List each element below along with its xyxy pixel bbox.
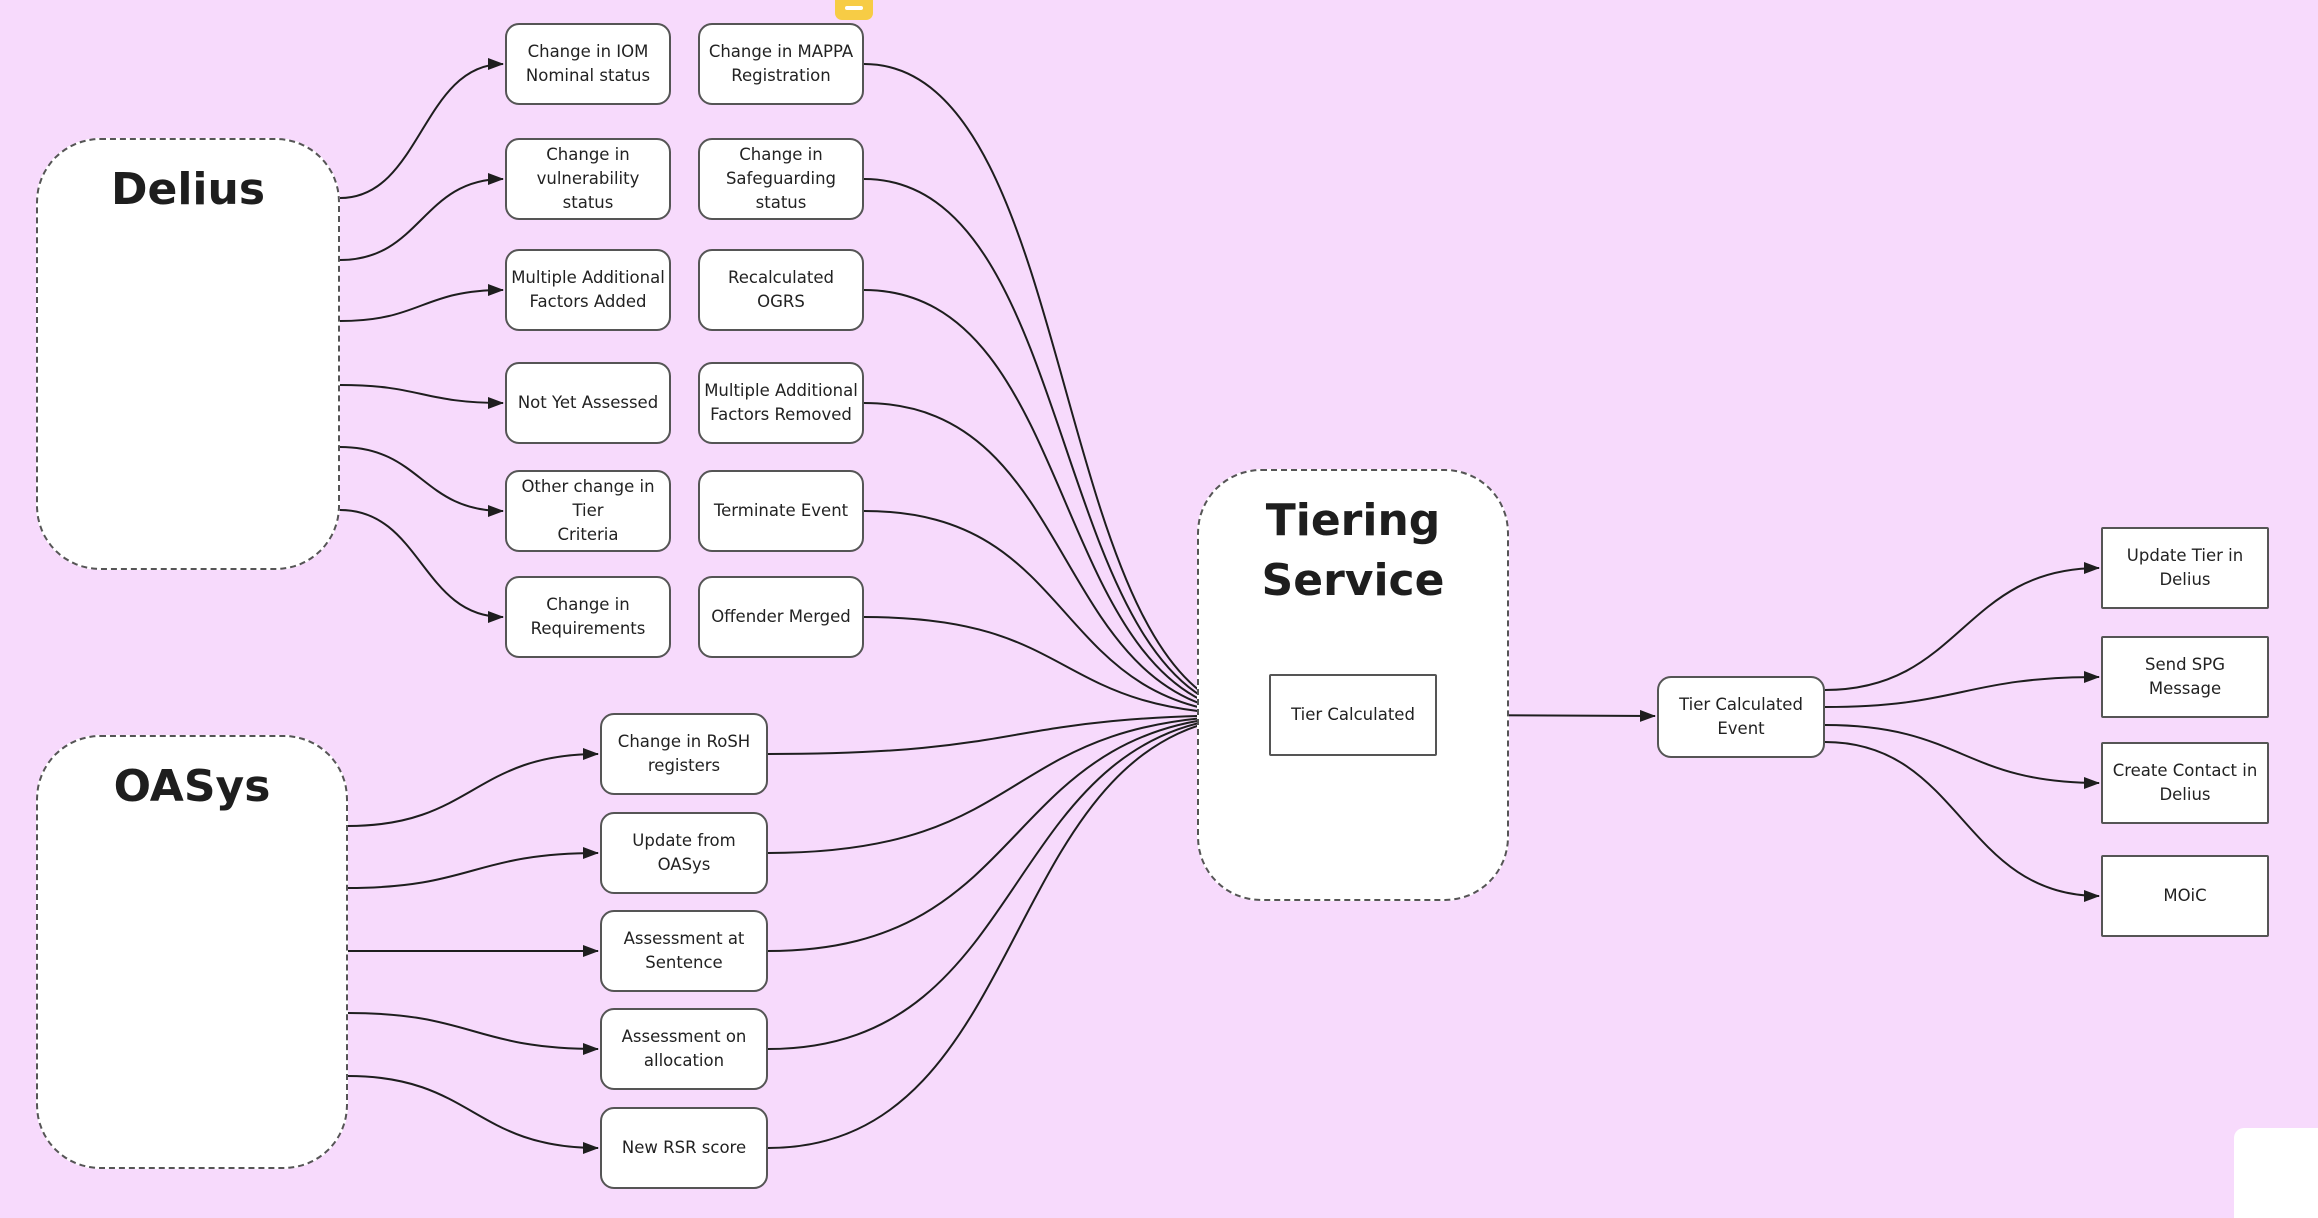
connector-arrow[interactable] <box>767 709 1268 1050</box>
corner-panel <box>2234 1128 2318 1218</box>
delius-source-node[interactable]: Offender Merged <box>698 576 864 658</box>
tiering-service-title: Tiering Service <box>1261 495 1445 606</box>
connector-arrow[interactable] <box>339 173 504 261</box>
delius-container[interactable]: Delius <box>36 138 340 570</box>
connector-arrow[interactable] <box>863 178 1268 721</box>
comment-icon[interactable] <box>835 0 873 20</box>
delius-event-node[interactable]: Not Yet Assessed <box>505 362 671 444</box>
delius-event-node[interactable]: Other change in Tier Criteria <box>505 470 671 552</box>
connector-arrow[interactable] <box>863 289 1268 721</box>
connector-arrow[interactable] <box>1824 724 2100 789</box>
connector-arrow[interactable] <box>767 709 1268 1149</box>
connector-arrow[interactable] <box>1824 741 2100 902</box>
delius-source-node[interactable]: Multiple Additional Factors Removed <box>698 362 864 444</box>
connector-arrow[interactable] <box>767 709 1268 952</box>
connector-arrow[interactable] <box>863 63 1268 721</box>
connector-arrow[interactable] <box>347 1012 599 1055</box>
connector-arrow[interactable] <box>347 748 599 827</box>
connector-arrow[interactable] <box>339 446 504 517</box>
connector-arrow[interactable] <box>347 847 599 889</box>
output-node[interactable]: Create Contact in Delius <box>2101 742 2269 824</box>
oasys-event-node[interactable]: Change in RoSH registers <box>600 713 768 795</box>
connector-arrow[interactable] <box>339 58 504 199</box>
connector-arrow[interactable] <box>863 510 1268 721</box>
delius-event-node[interactable]: Multiple Additional Factors Added <box>505 249 671 331</box>
connector-arrow[interactable] <box>863 616 1268 721</box>
connector-arrow[interactable] <box>767 709 1268 854</box>
connector-arrow[interactable] <box>339 284 504 322</box>
delius-title: Delius <box>110 164 266 215</box>
connector-arrow[interactable] <box>863 402 1268 721</box>
tier-calculated-event-node[interactable]: Tier Calculated Event <box>1657 676 1825 758</box>
oasys-container[interactable]: OASys <box>36 735 348 1169</box>
oasys-event-node[interactable]: New RSR score <box>600 1107 768 1189</box>
oasys-event-node[interactable]: Assessment at Sentence <box>600 910 768 992</box>
oasys-event-node[interactable]: Assessment on allocation <box>600 1008 768 1090</box>
delius-source-node[interactable]: Recalculated OGRS <box>698 249 864 331</box>
connector-arrow[interactable] <box>1824 671 2100 708</box>
connector-arrow[interactable] <box>767 709 1268 755</box>
delius-source-node[interactable]: Terminate Event <box>698 470 864 552</box>
delius-source-node[interactable]: Change in Safeguarding status <box>698 138 864 220</box>
output-node[interactable]: MOiC <box>2101 855 2269 937</box>
delius-event-node[interactable]: Change in IOM Nominal status <box>505 23 671 105</box>
delius-source-node[interactable]: Change in MAPPA Registration <box>698 23 864 105</box>
output-node[interactable]: Update Tier in Delius <box>2101 527 2269 609</box>
tier-calculated-node[interactable]: Tier Calculated <box>1269 674 1437 756</box>
delius-event-node[interactable]: Change in Requirements <box>505 576 671 658</box>
connector-arrow[interactable] <box>339 509 504 623</box>
connector-arrow[interactable] <box>347 1075 599 1154</box>
oasys-title: OASys <box>113 761 271 812</box>
delius-event-node[interactable]: Change in vulnerability status <box>505 138 671 220</box>
connector-arrow[interactable] <box>1824 562 2100 691</box>
output-node[interactable]: Send SPG Message <box>2101 636 2269 718</box>
connector-arrow[interactable] <box>339 384 504 409</box>
oasys-event-node[interactable]: Update from OASys <box>600 812 768 894</box>
